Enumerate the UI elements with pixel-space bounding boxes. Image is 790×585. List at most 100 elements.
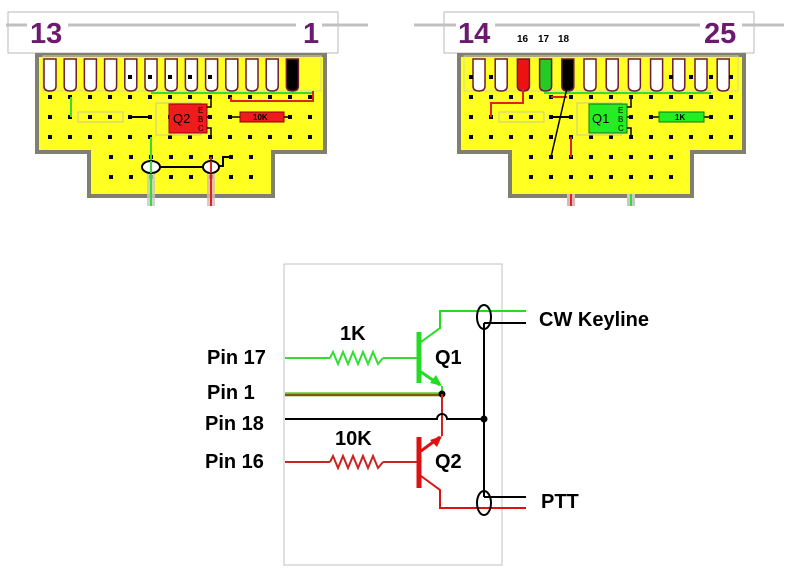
right-hole <box>529 95 533 99</box>
right-header-box <box>443 11 755 54</box>
left-hole <box>208 95 212 99</box>
right-resistor-1k <box>658 111 705 123</box>
right-pin-row <box>472 58 730 92</box>
right-hole <box>469 75 473 79</box>
right-hole <box>689 95 693 99</box>
left-hole <box>308 115 312 119</box>
left-hole <box>308 95 312 99</box>
ptt-shield-ring <box>476 490 492 516</box>
right-hole <box>469 115 473 119</box>
right-hole <box>489 135 493 139</box>
right-hole <box>709 75 713 79</box>
pin-label-18: 18 <box>558 34 570 45</box>
right-hole <box>649 95 653 99</box>
left-hole <box>109 175 113 179</box>
left-hole <box>88 135 92 139</box>
right-hole <box>689 135 693 139</box>
output-ptt: PTT <box>541 491 579 513</box>
right-hole <box>669 135 673 139</box>
left-pin-frame <box>42 55 322 92</box>
left-hole <box>48 135 52 139</box>
right-pin-18 <box>561 58 575 92</box>
left-hole <box>288 95 292 99</box>
left-pin-13 <box>43 58 57 92</box>
q2-component <box>168 103 208 134</box>
right-hole <box>609 155 613 159</box>
right-hole <box>669 95 673 99</box>
left-hole <box>129 155 133 159</box>
left-hole <box>168 135 172 139</box>
left-hole <box>229 175 233 179</box>
right-pin-21 <box>627 58 642 92</box>
right-hole <box>729 95 733 99</box>
q2-lead-c <box>207 127 212 137</box>
left-hole <box>128 115 132 119</box>
q2-pin-e: E <box>198 106 203 115</box>
left-header-start: 13 <box>30 18 62 50</box>
right-hole <box>589 95 593 99</box>
right-hole <box>609 175 613 179</box>
right-pin-16 <box>516 58 531 92</box>
q1-symbol-label: Q1 <box>435 347 462 369</box>
q2-label: Q2 <box>173 111 190 126</box>
q1-component <box>588 103 628 134</box>
left-pin-row <box>43 58 300 92</box>
right-hole <box>509 95 513 99</box>
right-hole <box>589 135 593 139</box>
right-hole <box>549 135 553 139</box>
left-hole <box>228 135 232 139</box>
right-hole <box>569 175 573 179</box>
left-resistor-label: 10K <box>253 113 268 122</box>
left-hole <box>288 135 292 139</box>
right-hole <box>589 175 593 179</box>
right-pin-24 <box>694 58 708 92</box>
q1-pin-b: B <box>618 115 623 124</box>
right-empty-footprint <box>498 111 545 123</box>
right-red-wire <box>490 87 524 117</box>
left-hole <box>188 95 192 99</box>
right-hole <box>609 135 613 139</box>
right-hole <box>569 95 573 99</box>
right-hole <box>729 135 733 139</box>
left-pin-4 <box>225 58 239 92</box>
q2-pin-b: B <box>198 115 203 124</box>
label-pin-16: Pin 16 <box>205 451 264 473</box>
right-hole <box>629 155 633 159</box>
q2-pin-c: C <box>198 124 204 133</box>
left-hole <box>169 175 173 179</box>
label-pin-18: Pin 18 <box>205 413 264 435</box>
right-hole <box>649 135 653 139</box>
right-hole <box>549 175 553 179</box>
left-connector: 13 1 Q2 E B C 10K <box>6 11 368 206</box>
q2-emitter-arrow-icon <box>430 436 442 447</box>
right-pin-14 <box>472 58 486 92</box>
right-hole <box>709 135 713 139</box>
left-hole <box>128 135 132 139</box>
cw-shield-ring <box>476 304 492 330</box>
left-hole <box>188 135 192 139</box>
left-header-end: 1 <box>303 18 319 50</box>
q1-pin-e: E <box>618 106 623 115</box>
right-hole <box>669 75 673 79</box>
left-hole <box>248 95 252 99</box>
right-black-diagonal <box>550 87 568 158</box>
right-hole <box>689 75 693 79</box>
left-hole <box>208 75 212 79</box>
left-hole <box>129 175 133 179</box>
q1-lead-c <box>627 127 632 137</box>
left-pin-10 <box>103 58 118 92</box>
left-shield-tail <box>217 156 231 167</box>
left-hole <box>189 175 193 179</box>
right-hole <box>729 115 733 119</box>
resistor-1k-label: 1K <box>340 323 366 345</box>
right-pin-17 <box>538 58 553 92</box>
left-hole <box>268 95 272 99</box>
right-header-start: 14 <box>458 18 490 50</box>
left-hole <box>108 95 112 99</box>
left-pin-11 <box>83 58 98 92</box>
output-cw-keyline: CW Keyline <box>539 309 649 331</box>
left-red-wire <box>230 91 314 102</box>
right-hole <box>669 155 673 159</box>
right-resistor-label: 1K <box>675 113 685 122</box>
left-hole <box>148 75 152 79</box>
